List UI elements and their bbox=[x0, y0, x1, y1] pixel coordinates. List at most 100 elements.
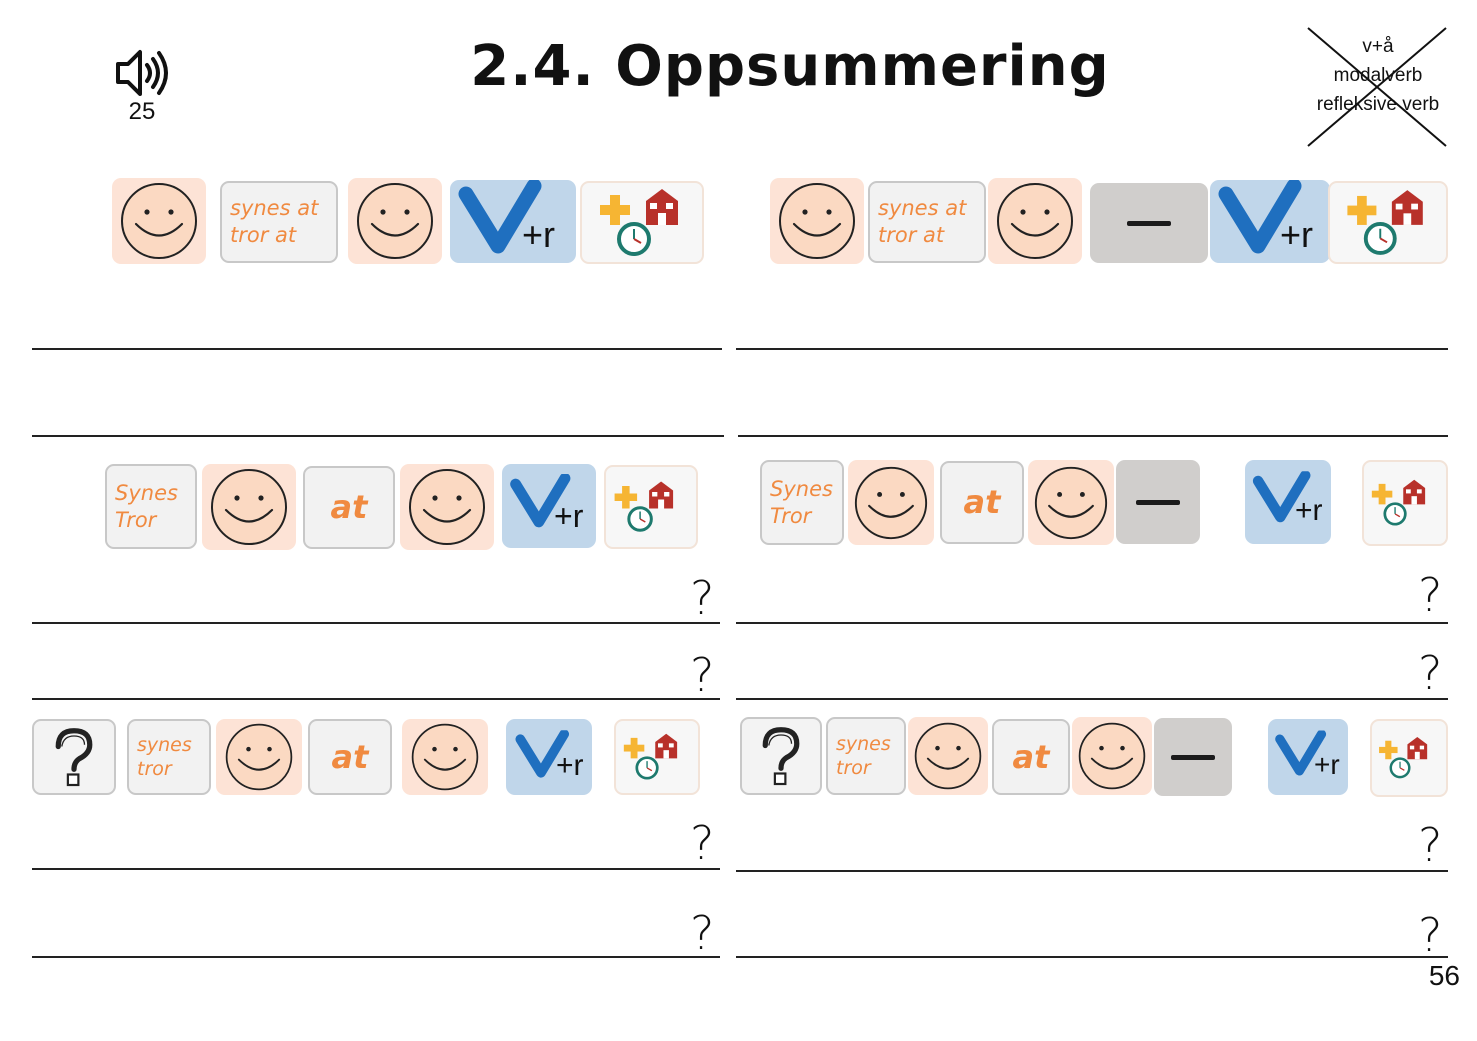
word-synes-at: synes at bbox=[230, 196, 319, 220]
cross-out-icon bbox=[1307, 27, 1447, 147]
smiley-face-icon bbox=[400, 464, 494, 550]
word-tile-at: at bbox=[303, 466, 395, 549]
write-line[interactable] bbox=[736, 870, 1448, 872]
smiley-face-icon bbox=[348, 178, 442, 264]
write-line[interactable] bbox=[736, 698, 1448, 700]
write-line[interactable] bbox=[32, 698, 720, 700]
word-synes: synes bbox=[137, 734, 192, 756]
word-tror-at: tror at bbox=[230, 223, 297, 247]
time-place-tile bbox=[1328, 181, 1448, 264]
question-mark: ? bbox=[1418, 818, 1443, 872]
question-mark: ? bbox=[1418, 646, 1443, 700]
minus-icon bbox=[1127, 220, 1171, 226]
word-tror-at: tror at bbox=[878, 223, 945, 247]
word-tile-at: at bbox=[940, 461, 1024, 544]
negation-tile bbox=[1090, 183, 1208, 263]
grammar-box: v+å modalverb refleksive verb bbox=[1300, 26, 1456, 148]
write-line[interactable] bbox=[32, 622, 720, 624]
smiley-face-icon bbox=[202, 464, 296, 550]
write-line[interactable] bbox=[32, 435, 724, 437]
smiley-face-icon bbox=[770, 178, 864, 264]
smiley-face-icon bbox=[402, 719, 488, 795]
grammar-item-refleksive: refleksive verb bbox=[1316, 94, 1440, 115]
plus-house-clock-icon bbox=[1364, 468, 1446, 538]
write-line[interactable] bbox=[32, 348, 722, 350]
smiley-face-icon bbox=[1072, 717, 1152, 795]
negation-tile bbox=[1116, 460, 1200, 544]
word-tile-synes-tror: Synes Tror bbox=[760, 460, 844, 545]
word-at: at bbox=[330, 488, 368, 526]
verb-suffix: +r bbox=[1314, 749, 1340, 780]
verb-tile: +r bbox=[502, 464, 596, 548]
write-line[interactable] bbox=[736, 348, 1448, 350]
smiley-face-icon bbox=[112, 178, 206, 264]
verb-tile: +r bbox=[1210, 180, 1330, 263]
word-tror: tror bbox=[137, 758, 172, 780]
word-tile-synes-tror: Synes Tror bbox=[105, 464, 197, 549]
verb-suffix: +r bbox=[556, 749, 584, 782]
verb-tile: +r bbox=[506, 719, 592, 795]
word-synes: Synes bbox=[115, 480, 178, 505]
question-mark: ? bbox=[1418, 908, 1443, 962]
write-line[interactable] bbox=[736, 956, 1448, 958]
smiley-face-icon bbox=[216, 719, 302, 795]
question-mark: ? bbox=[690, 571, 715, 625]
verb-suffix: +r bbox=[522, 214, 556, 255]
question-mark: ? bbox=[690, 906, 715, 960]
word-tile-at: at bbox=[308, 719, 392, 795]
word-tror: Tror bbox=[115, 507, 157, 532]
word-tile-at: at bbox=[992, 719, 1070, 795]
question-mark: ? bbox=[1418, 568, 1443, 622]
page-title: 2.4. Oppsummering bbox=[470, 34, 1110, 99]
word-synes: Synes bbox=[770, 476, 833, 501]
time-place-tile bbox=[1370, 719, 1448, 797]
word-at: at bbox=[963, 483, 1001, 521]
verb-suffix: +r bbox=[1295, 494, 1323, 527]
word-tile-synes-tror: synes tror bbox=[826, 717, 906, 795]
plus-house-clock-icon bbox=[1330, 183, 1446, 263]
word-tror: tror bbox=[836, 757, 871, 779]
word-synes-at: synes at bbox=[878, 196, 967, 220]
audio-track-number: 25 bbox=[128, 98, 156, 125]
word-tile-synes-tror-at: synes at tror at bbox=[868, 181, 986, 263]
word-tile-synes-tror-at: synes at tror at bbox=[220, 181, 338, 263]
plus-house-clock-icon bbox=[606, 472, 696, 542]
time-place-tile bbox=[580, 181, 704, 264]
time-place-tile bbox=[614, 719, 700, 795]
write-line[interactable] bbox=[736, 622, 1448, 624]
question-mark: ? bbox=[690, 816, 715, 870]
plus-house-clock-icon bbox=[616, 724, 698, 790]
question-mark: ? bbox=[690, 648, 715, 702]
smiley-face-icon bbox=[848, 460, 934, 545]
verb-v-icon bbox=[450, 180, 574, 260]
question-tile bbox=[32, 719, 116, 795]
smiley-face-icon bbox=[908, 717, 988, 795]
write-line[interactable] bbox=[32, 868, 720, 870]
smiley-face-icon bbox=[988, 178, 1082, 264]
minus-icon bbox=[1136, 499, 1180, 505]
word-at: at bbox=[1012, 737, 1050, 776]
plus-house-clock-icon bbox=[582, 183, 702, 263]
question-mark-icon bbox=[39, 723, 109, 791]
smiley-face-icon bbox=[1028, 460, 1114, 545]
verb-tile: +r bbox=[1245, 460, 1331, 544]
question-tile bbox=[740, 717, 822, 795]
grammar-item-modalverb: modalverb bbox=[1333, 65, 1423, 86]
audio-speaker-icon[interactable] bbox=[110, 46, 174, 100]
verb-tile: +r bbox=[450, 180, 576, 263]
negation-tile bbox=[1154, 718, 1232, 796]
minus-icon bbox=[1171, 754, 1215, 760]
question-mark-icon bbox=[746, 722, 816, 790]
grammar-item-v-aa: v+å bbox=[1362, 36, 1394, 57]
verb-suffix: +r bbox=[1280, 214, 1314, 255]
plus-house-clock-icon bbox=[1372, 726, 1446, 790]
write-line[interactable] bbox=[738, 435, 1448, 437]
word-at: at bbox=[331, 737, 369, 776]
time-place-tile bbox=[1362, 460, 1448, 546]
write-line[interactable] bbox=[32, 956, 720, 958]
word-tror: Tror bbox=[770, 503, 812, 528]
word-synes: synes bbox=[836, 733, 891, 755]
page-number: 56 bbox=[1428, 960, 1460, 991]
word-tile-synes-tror: synes tror bbox=[127, 719, 211, 795]
time-place-tile bbox=[604, 465, 698, 549]
